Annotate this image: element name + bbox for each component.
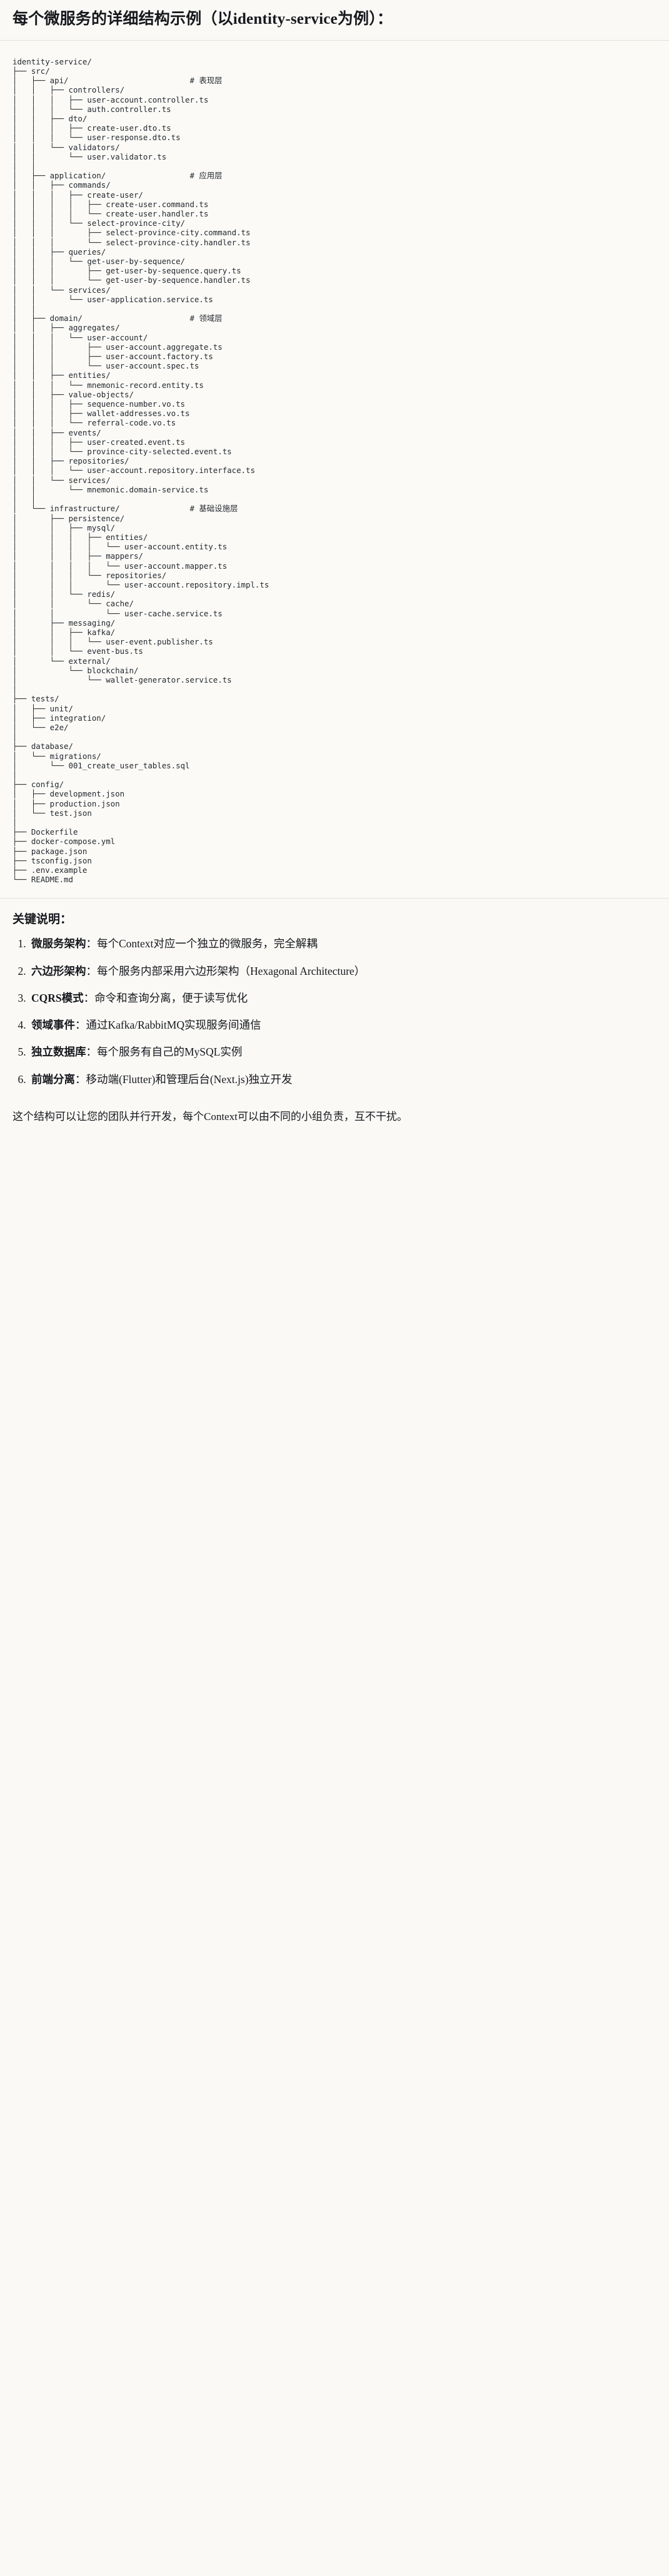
document-page: 每个微服务的详细结构示例（以identity-service为例）： ident… xyxy=(0,0,669,1138)
key-point-item: 六边形架构：每个服务内部采用六边形架构（Hexagonal Architectu… xyxy=(29,963,656,979)
key-point-term: 独立数据库 xyxy=(31,1046,86,1059)
key-points-list: 微服务架构：每个Context对应一个独立的微服务，完全解耦六边形架构：每个服务… xyxy=(13,935,656,1087)
key-point-item: 前端分离：移动端(Flutter)和管理后台(Next.js)独立开发 xyxy=(29,1071,656,1087)
key-point-description: 通过Kafka/RabbitMQ实现服务间通信 xyxy=(86,1019,261,1032)
key-point-term: 六边形架构 xyxy=(31,964,86,977)
key-points-section: 关键说明： 微服务架构：每个Context对应一个独立的微服务，完全解耦六边形架… xyxy=(0,899,669,1104)
key-point-term: CQRS模式 xyxy=(31,991,84,1004)
key-point-description: 每个服务内部采用六边形架构（Hexagonal Architecture） xyxy=(97,964,366,977)
closing-paragraph: 这个结构可以让您的团队并行开发，每个Context可以由不同的小组负责，互不干扰… xyxy=(13,1110,408,1123)
key-point-separator: ： xyxy=(86,937,98,950)
key-point-separator: ： xyxy=(83,991,95,1004)
key-point-separator: ： xyxy=(86,964,98,977)
key-point-description: 移动端(Flutter)和管理后台(Next.js)独立开发 xyxy=(86,1072,293,1086)
key-point-item: 领域事件：通过Kafka/RabbitMQ实现服务间通信 xyxy=(29,1017,656,1033)
directory-tree-block: identity-service/ ├── src/ │ ├── api/ # … xyxy=(0,40,669,899)
key-point-term: 前端分离 xyxy=(31,1072,75,1086)
key-point-separator: ： xyxy=(86,1046,98,1059)
key-point-item: 微服务架构：每个Context对应一个独立的微服务，完全解耦 xyxy=(29,935,656,952)
header-divider xyxy=(0,39,669,41)
key-point-separator: ： xyxy=(75,1072,86,1086)
key-point-term: 领域事件 xyxy=(31,1019,75,1032)
directory-tree: identity-service/ ├── src/ │ ├── api/ # … xyxy=(13,56,269,885)
key-points-title: 关键说明： xyxy=(13,913,73,927)
tree-divider xyxy=(0,898,669,899)
key-point-description: 每个服务有自己的MySQL实例 xyxy=(97,1046,243,1059)
key-point-term: 微服务架构 xyxy=(31,937,86,950)
key-point-separator: ： xyxy=(75,1019,86,1032)
key-point-item: 独立数据库：每个服务有自己的MySQL实例 xyxy=(29,1044,656,1060)
key-point-item: CQRS模式：命令和查询分离，便于读写优化 xyxy=(29,990,656,1006)
key-point-description: 每个Context对应一个独立的微服务，完全解耦 xyxy=(97,937,318,950)
key-point-description: 命令和查询分离，便于读写优化 xyxy=(94,991,248,1004)
page-title: 每个微服务的详细结构示例（以identity-service为例）： xyxy=(13,11,393,28)
